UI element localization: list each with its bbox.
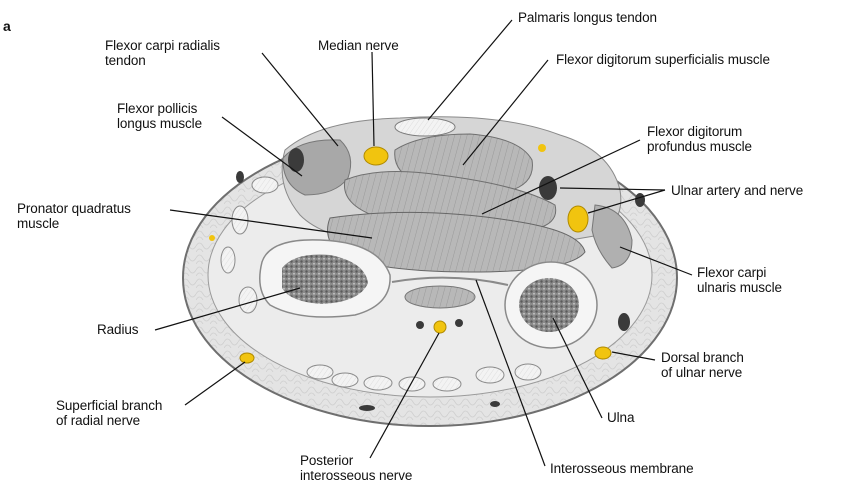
dorsal-branch-ulnar-nerve-shape (595, 347, 611, 359)
label-palmaris-longus: Palmaris longus tendon (518, 10, 657, 25)
posterior-vessel-b (455, 319, 463, 327)
label-flexor-pollicis-longus: Flexor pollicis longus muscle (117, 101, 202, 131)
label-dorsal-branch: Dorsal branch of ulnar nerve (661, 350, 744, 380)
label-pronator-quadratus: Pronator quadratus muscle (17, 201, 131, 231)
median-nerve-shape (364, 147, 388, 165)
label-fdp: Flexor digitorum profundus muscle (647, 124, 752, 154)
label-flexor-carpi-radialis: Flexor carpi radialis tendon (105, 38, 220, 68)
label-posterior-interosseous: Posterior interosseous nerve (300, 453, 412, 483)
ulnar-nerve-shape (568, 206, 588, 232)
ulna-marrow (519, 278, 579, 332)
label-interosseous-membrane: Interosseous membrane (550, 461, 693, 476)
label-ulnar-artery-nerve: Ulnar artery and nerve (671, 183, 803, 198)
palmar-dot (538, 144, 546, 152)
radial-artery-dot (209, 235, 215, 241)
label-superficial-branch: Superficial branch of radial nerve (56, 398, 162, 428)
extensor-deep-muscle (405, 286, 475, 308)
posterior-interosseous-nerve-shape (434, 321, 446, 333)
label-flexor-carpi-ulnaris: Flexor carpi ulnaris muscle (697, 265, 782, 295)
label-fds: Flexor digitorum superficialis muscle (556, 52, 770, 67)
label-ulna: Ulna (607, 410, 634, 425)
label-radius: Radius (97, 322, 138, 337)
superficial-radial-nerve-shape (240, 353, 254, 363)
figure-letter: a (3, 18, 11, 34)
label-median-nerve: Median nerve (318, 38, 399, 53)
fcr-vessel (288, 148, 304, 172)
dorsal-vessel (618, 313, 630, 331)
posterior-vessel-a (416, 321, 424, 329)
palmaris-longus-tendon-shape (395, 118, 455, 136)
